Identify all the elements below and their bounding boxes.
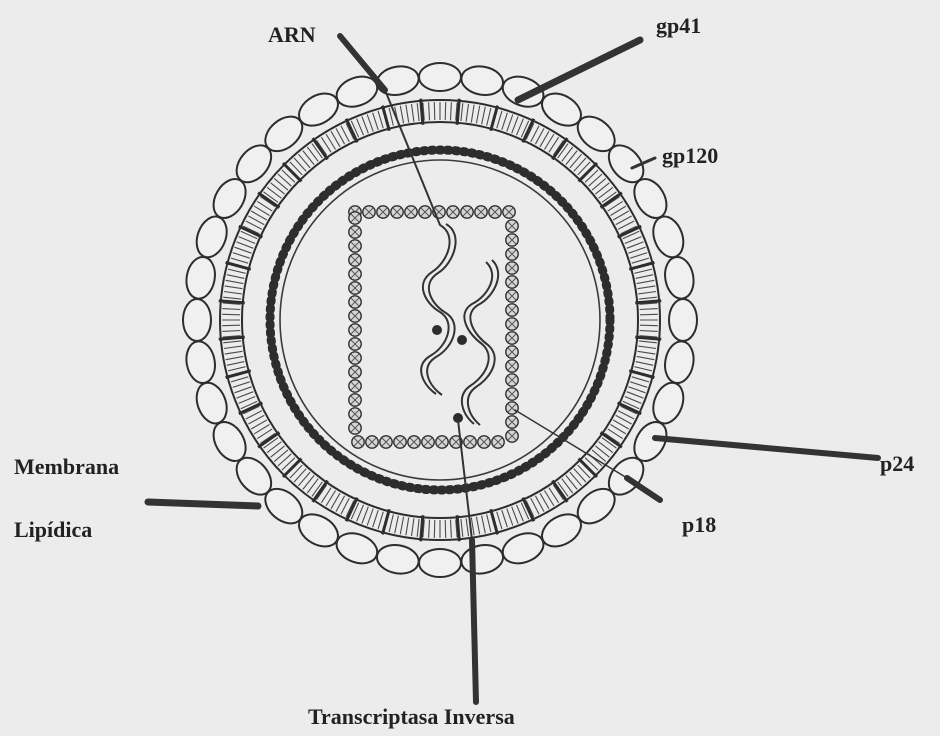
gp120-oval <box>499 528 548 569</box>
lipid-bilayer-membrane <box>219 99 661 541</box>
leader-membrana <box>148 502 258 506</box>
gp120-oval <box>183 255 218 301</box>
label-gp120: gp120 <box>662 145 718 167</box>
reverse-transcriptase-dot-1 <box>432 325 442 335</box>
label-gp41: gp41 <box>656 15 701 37</box>
gp120-oval <box>419 63 461 91</box>
rna-strand-2 <box>462 262 492 424</box>
leader-p24 <box>655 438 878 458</box>
gp120-oval <box>669 299 697 341</box>
gp120-oval <box>183 339 218 385</box>
gp120-oval <box>191 212 232 261</box>
gp120-knob-ring <box>183 63 697 577</box>
leader-gp41 <box>518 40 640 100</box>
label-lipidica: Lipídica <box>14 519 92 541</box>
gp120-oval <box>191 379 232 428</box>
gp120-oval <box>332 528 381 569</box>
gp120-oval <box>662 339 697 385</box>
gp120-oval <box>648 212 689 261</box>
gp120-oval <box>459 63 505 98</box>
label-p24: p24 <box>880 453 914 475</box>
gp120-oval <box>375 542 421 577</box>
gp120-oval <box>662 255 697 301</box>
gp120-oval <box>375 63 421 98</box>
gp120-oval <box>183 299 211 341</box>
gp120-oval <box>648 379 689 428</box>
label-arn: ARN <box>268 24 316 46</box>
label-p18: p18 <box>682 514 716 536</box>
gp120-oval <box>419 549 461 577</box>
label-membrana: Membrana <box>14 456 119 478</box>
reverse-transcriptase-dot-2 <box>457 335 467 345</box>
label-transcriptasa-inversa: Transcriptasa Inversa <box>308 706 515 728</box>
rna-strand-1-inner <box>427 224 455 395</box>
membrane-segment-dividers <box>219 99 661 541</box>
rna-strand-2-inner <box>468 260 498 425</box>
rna-strand-1 <box>421 225 449 394</box>
gp120-oval <box>459 542 505 577</box>
leader-transcriptasa-bold <box>472 540 476 702</box>
rna-strands <box>421 224 498 425</box>
